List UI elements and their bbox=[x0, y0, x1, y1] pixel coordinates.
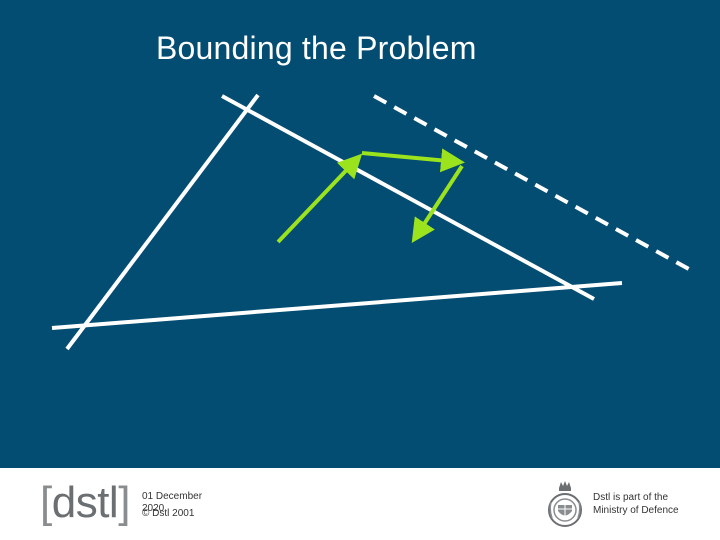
footer-mod-statement: Dstl is part of the Ministry of Defence bbox=[593, 492, 679, 516]
mod-crest-icon bbox=[548, 481, 582, 527]
green-arrow-path bbox=[276, 148, 465, 244]
slide-title: Bounding the Problem bbox=[156, 30, 477, 66]
slide-content-area: Bounding the Problem bbox=[0, 0, 720, 468]
boundary-line-bottom bbox=[51, 281, 623, 330]
boundary-line-diagonal bbox=[221, 94, 595, 301]
logo-text: dstl bbox=[51, 478, 119, 527]
boundary-line-dashed bbox=[373, 94, 697, 275]
green-arrow-segment-3 bbox=[411, 164, 464, 244]
footer: [dstl] 01 December 2020 © Dstl 2001 Dstl… bbox=[0, 468, 720, 540]
boundary-line-left bbox=[65, 93, 260, 351]
logo-close-bracket: ] bbox=[118, 478, 130, 527]
dstl-logo: [dstl] bbox=[40, 481, 130, 525]
bounding-diagram bbox=[51, 93, 697, 351]
footer-date: 01 December 2020 bbox=[142, 491, 203, 514]
footer-copyright: © Dstl 2001 bbox=[142, 508, 195, 519]
logo-open-bracket: [ bbox=[40, 478, 52, 527]
green-arrow-segment-1 bbox=[276, 153, 363, 244]
green-arrow-segment-2 bbox=[361, 148, 465, 173]
